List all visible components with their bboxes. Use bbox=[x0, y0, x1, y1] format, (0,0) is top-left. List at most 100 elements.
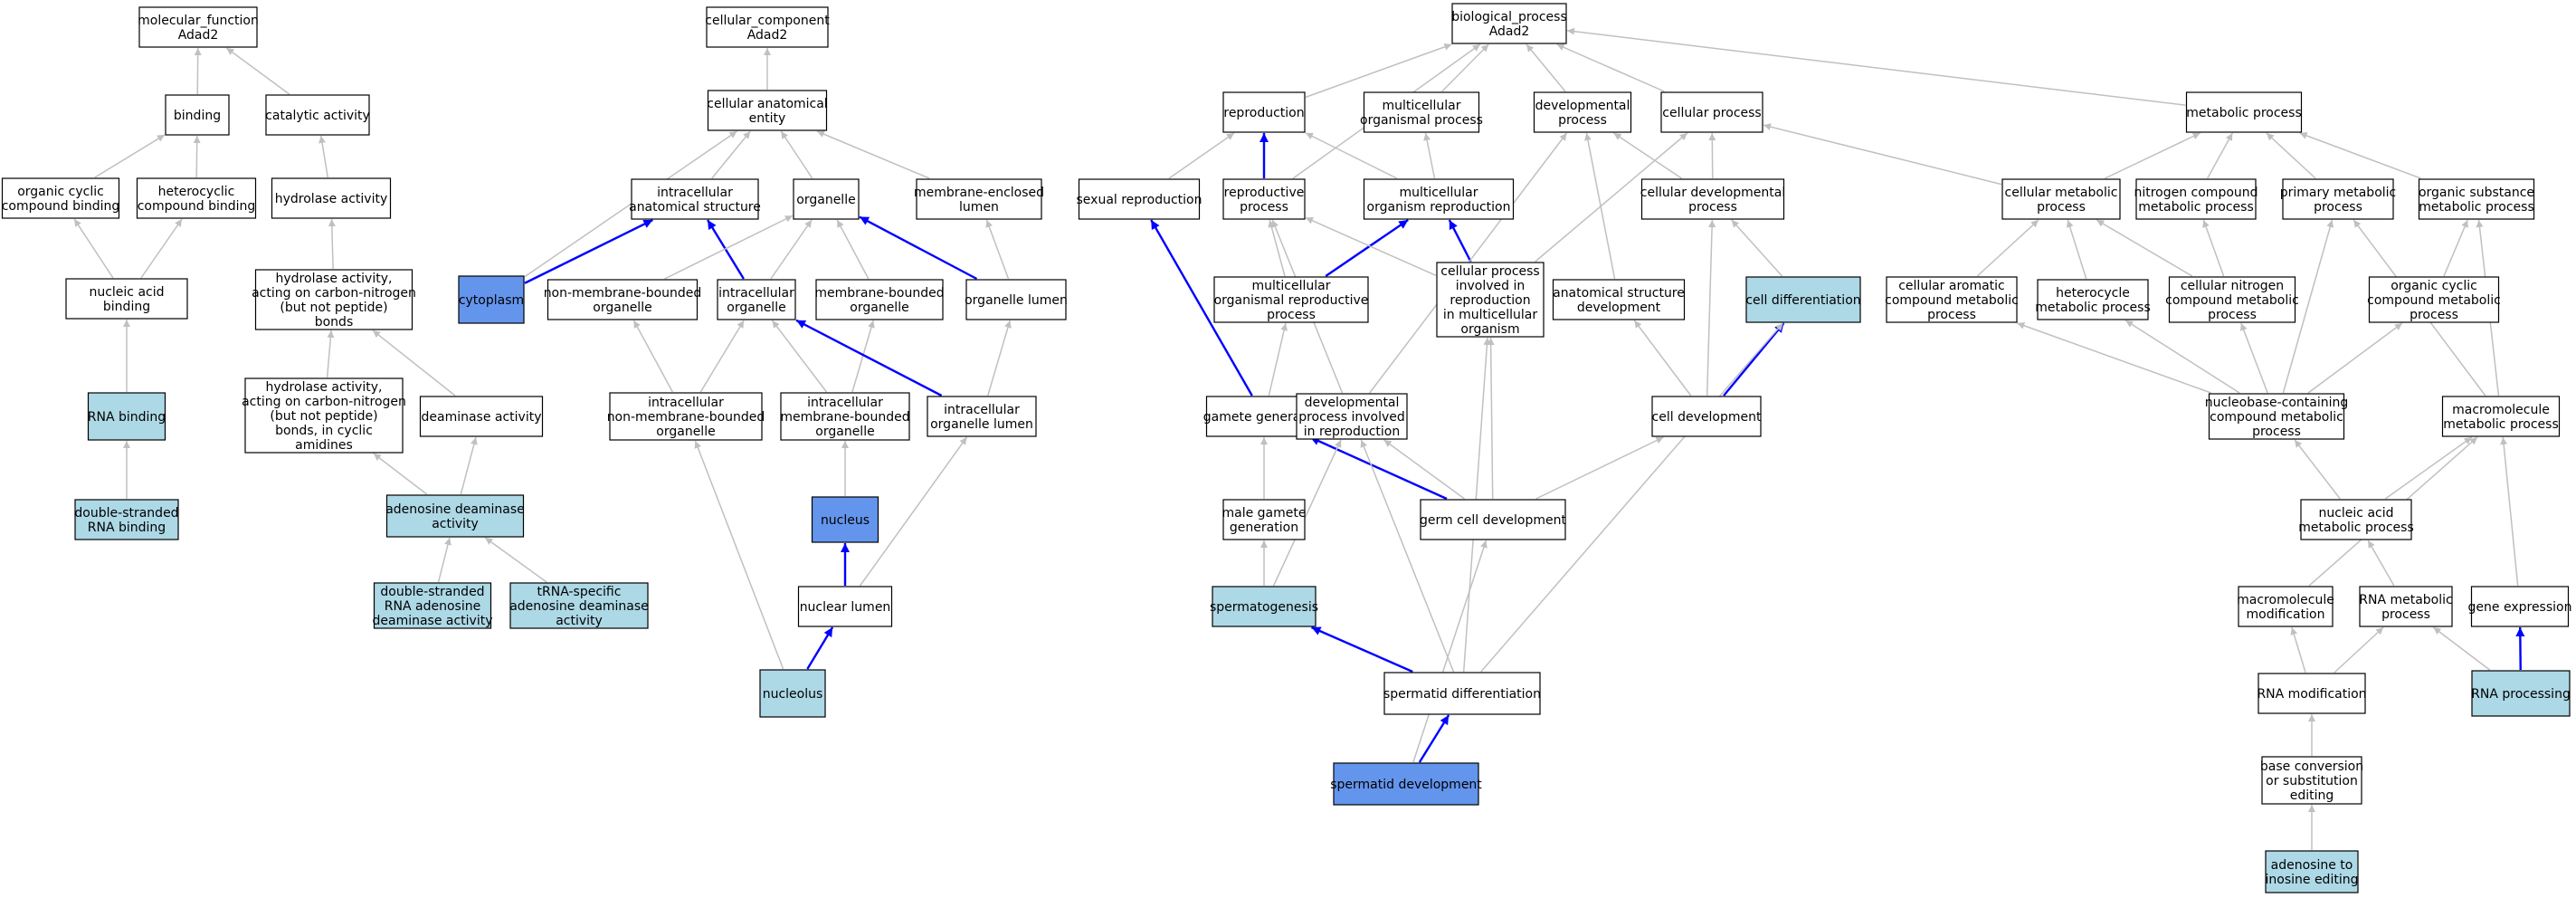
node-olumen[interactable]: organelle lumen bbox=[965, 279, 1068, 320]
node-rnaproc[interactable]: RNA processing bbox=[2471, 670, 2571, 717]
node-celldiff[interactable]: cell differentiation bbox=[1745, 276, 1861, 323]
node-spdev[interactable]: spermatid development bbox=[1330, 762, 1482, 806]
edge-nccmp-to-cacmp bbox=[2017, 321, 2211, 394]
edge-cytoplasm-to-ias bbox=[524, 218, 653, 284]
node-rnamod[interactable]: RNA modification bbox=[2257, 673, 2367, 714]
edge-namet-to-nccmp bbox=[2294, 439, 2341, 500]
node-catalytic[interactable]: catalytic activity bbox=[265, 94, 370, 136]
node-label-cncmp: compound metabolic bbox=[2165, 293, 2299, 308]
node-deaminase[interactable]: deaminase activity bbox=[419, 396, 544, 437]
node-nucleolus[interactable]: nucleolus bbox=[759, 669, 826, 718]
node-box-nccmp bbox=[2208, 393, 2345, 440]
node-reproduction[interactable]: reproduction bbox=[1222, 91, 1306, 133]
node-geneexp[interactable]: gene expression bbox=[2468, 586, 2572, 627]
node-celldev[interactable]: cell development bbox=[1651, 396, 1762, 437]
node-label-macromod: modification bbox=[2247, 607, 2325, 622]
node-box-catalytic bbox=[265, 94, 370, 136]
node-spermatogenesis[interactable]: spermatogenesis bbox=[1210, 586, 1318, 627]
edge-cncmp-to-cellmet bbox=[2096, 219, 2193, 277]
node-label-asd: anatomical structure bbox=[1553, 286, 1685, 301]
node-label-cae: entity bbox=[749, 111, 786, 126]
node-cytoplasm[interactable]: cytoplasm bbox=[458, 275, 525, 324]
node-inmbo[interactable]: intracellularnon-membrane-boundedorganel… bbox=[607, 392, 765, 441]
node-label-celldiff: cell differentiation bbox=[1745, 293, 1860, 308]
node-label-cncmp: process bbox=[2208, 308, 2257, 322]
node-binding[interactable]: binding bbox=[165, 94, 230, 136]
node-box-hetcyc bbox=[136, 177, 257, 219]
node-label-reproduction: reproduction bbox=[1223, 106, 1304, 120]
node-metproc[interactable]: metabolic process bbox=[2185, 91, 2303, 133]
node-label-rnabind: RNA binding bbox=[88, 410, 166, 425]
node-sexrep[interactable]: sexual reproduction bbox=[1077, 178, 1202, 220]
node-box-trna_ada bbox=[509, 582, 649, 629]
node-label-occmp: organic cyclic bbox=[2391, 279, 2477, 293]
node-spdiff[interactable]: spermatid differentiation bbox=[1383, 672, 1541, 715]
node-box-rnabind bbox=[87, 392, 166, 441]
node-label-rnamet: RNA metabolic bbox=[2359, 593, 2452, 607]
edge-mop-to-bp bbox=[1441, 43, 1489, 92]
node-nucleus[interactable]: nucleus bbox=[811, 496, 879, 543]
node-label-rnamod: RNA modification bbox=[2257, 687, 2366, 702]
node-box-cc bbox=[706, 6, 829, 48]
node-nuclumen[interactable]: nuclear lumen bbox=[797, 586, 893, 627]
node-gcd[interactable]: germ cell development bbox=[1420, 499, 1567, 540]
edge-mel-to-cae bbox=[816, 130, 930, 179]
node-box-organelle bbox=[793, 178, 860, 220]
edge-morp-to-repproc bbox=[1268, 219, 1286, 277]
node-label-cae: cellular anatomical bbox=[707, 97, 827, 111]
node-cellproc[interactable]: cellular process bbox=[1660, 91, 1763, 133]
node-box-dpir bbox=[1296, 393, 1408, 440]
node-hydro_cyc[interactable]: hydrolase activity,acting on carbon-nitr… bbox=[242, 377, 406, 454]
node-box-mel bbox=[916, 178, 1042, 220]
node-rnabind[interactable]: RNA binding bbox=[87, 392, 166, 441]
node-hydro_cn[interactable]: hydrolase activity,acting on carbon-nitr… bbox=[252, 269, 416, 330]
node-box-cacmp bbox=[1886, 276, 2018, 323]
node-label-hetmet: heterocycle bbox=[2056, 286, 2130, 301]
node-hydrolase[interactable]: hydrolase activity bbox=[271, 177, 392, 219]
node-organelle[interactable]: organelle bbox=[793, 178, 860, 220]
